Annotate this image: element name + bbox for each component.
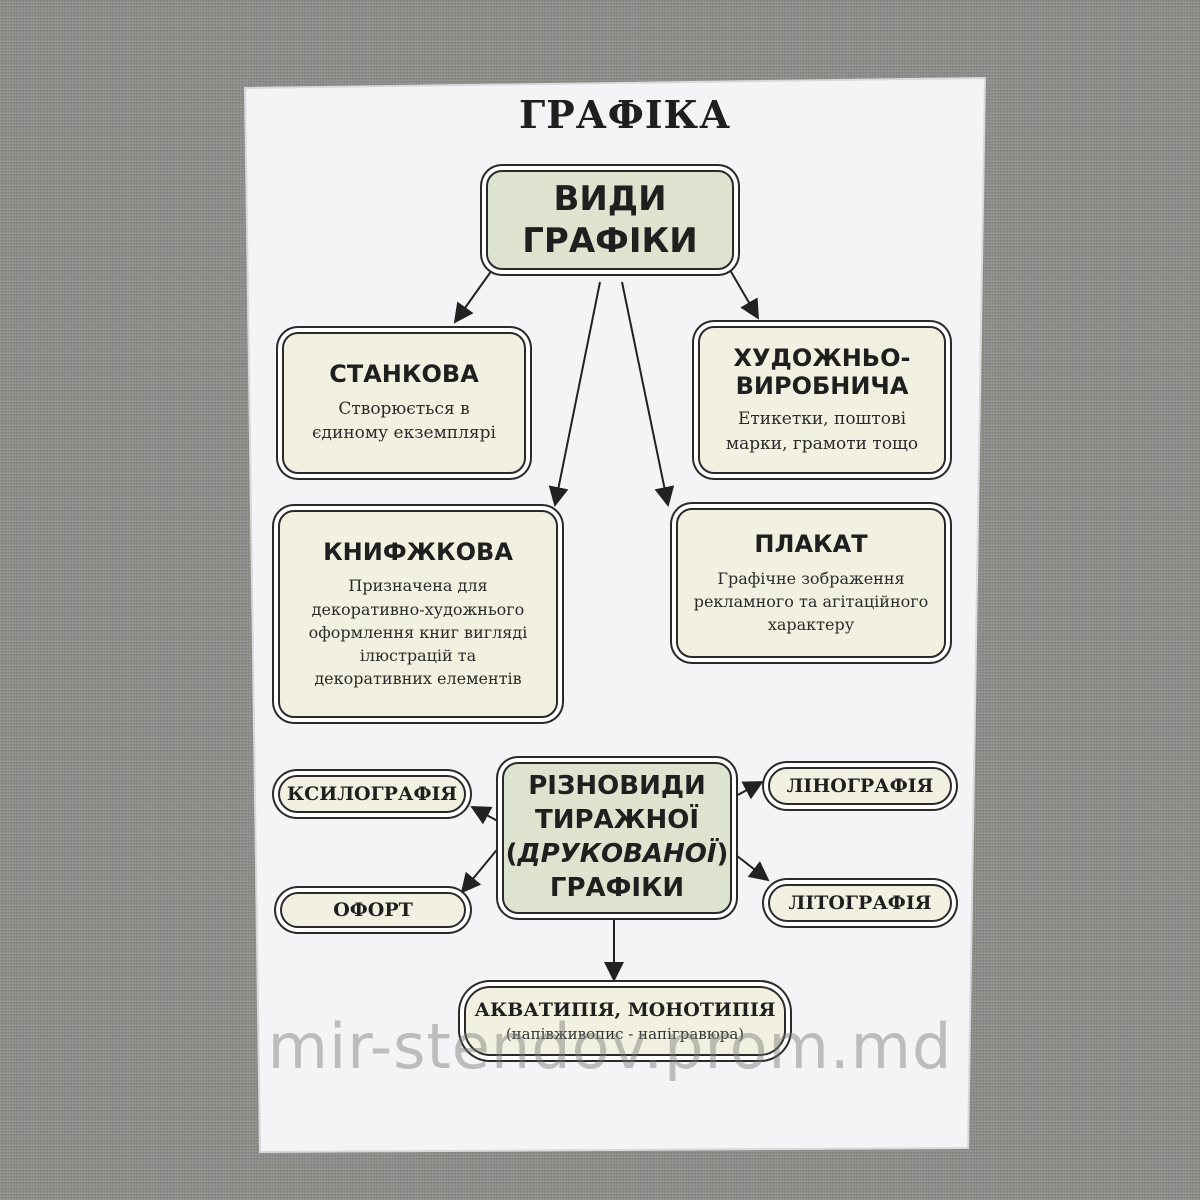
arrow-to-ofort [460,839,506,894]
category-stankova: СТАНКОВА Створюється в єдиному екземпляр… [282,332,526,474]
print-node-line2-italic: ДРУКОВАНОЇ [517,839,717,869]
print-type-linohrafiia: ЛІНОГРАФІЯ [768,767,952,805]
category-plakat-text: Графічне зображення рекламного та агітац… [693,568,929,634]
print-type-ksylohrafiia: КСИЛОГРАФІЯ [278,775,466,813]
arrow-to-litohrafiia [731,851,770,882]
poster-title: ГРАФІКА [518,92,732,137]
arrow-to-plakat [621,281,675,507]
category-stankova-text: Створюється в єдиному екземплярі [312,398,496,444]
category-plakat: ПЛАКАТ Графічне зображення рекламного та… [676,508,946,658]
category-khudozhno-text: Етикетки, поштові марки, грамоти тощо [725,409,919,454]
category-knyzhkova-title: КНИФЖКОВА [323,537,513,566]
category-knyzhkova-text: Призначена для декоративно-художнього оф… [308,576,528,689]
print-type-ofort-label: ОФОРТ [333,899,413,921]
main-node-vydy-hrafiky: ВИДИ ГРАФІКИ [486,170,734,270]
category-khudozhno-vyrobnycha: ХУДОЖНЬО- ВИРОБНИЧА Етикетки, поштові ма… [698,326,946,474]
bottom-node-subtitle: (напівживопис - напігравюра) [505,1025,745,1043]
category-khudozhno-title: ХУДОЖНЬО- ВИРОБНИЧА [733,343,911,401]
print-node-line3: ГРАФІКИ [549,872,685,903]
arrow-to-khudozhno [729,269,760,320]
print-node-rіznovydy: РІЗНОВИДИ ТИРАЖНОЇ (ДРУКОВАНОЇ) ГРАФІКИ [502,762,732,914]
arrow-to-linohrafiia [731,781,764,800]
watermark-text: mir-stendov.prom.md [267,1010,953,1083]
print-type-litohrafiia-label: ЛІТОГРАФІЯ [788,892,932,914]
category-knyzhkova: КНИФЖКОВА Призначена для декоративно-худ… [278,510,558,718]
print-type-ofort: ОФОРТ [280,892,466,928]
print-type-linohrafiia-label: ЛІНОГРАФІЯ [786,775,934,797]
category-stankova-title: СТАНКОВА [329,359,479,388]
print-type-litohrafiia: ЛІТОГРАФІЯ [768,884,952,922]
arrow-to-ksylohrafiia [470,806,506,826]
arrow-to-stankova [453,269,493,324]
print-node-line2: (ДРУКОВАНОЇ) [505,839,729,869]
arrow-to-knyzhkova [548,281,601,507]
print-node-line1: РІЗНОВИДИ ТИРАЖНОЇ [528,771,706,836]
bottom-node-title: АКВАТИПІЯ, МОНОТИПІЯ [474,999,776,1021]
main-node-label: ВИДИ ГРАФІКИ [522,178,698,262]
print-type-ksylohrafiia-label: КСИЛОГРАФІЯ [286,783,458,805]
category-plakat-title: ПЛАКАТ [754,529,868,558]
bottom-node-akvatypiia: АКВАТИПІЯ, МОНОТИПІЯ (напівживопис - нап… [464,986,786,1056]
